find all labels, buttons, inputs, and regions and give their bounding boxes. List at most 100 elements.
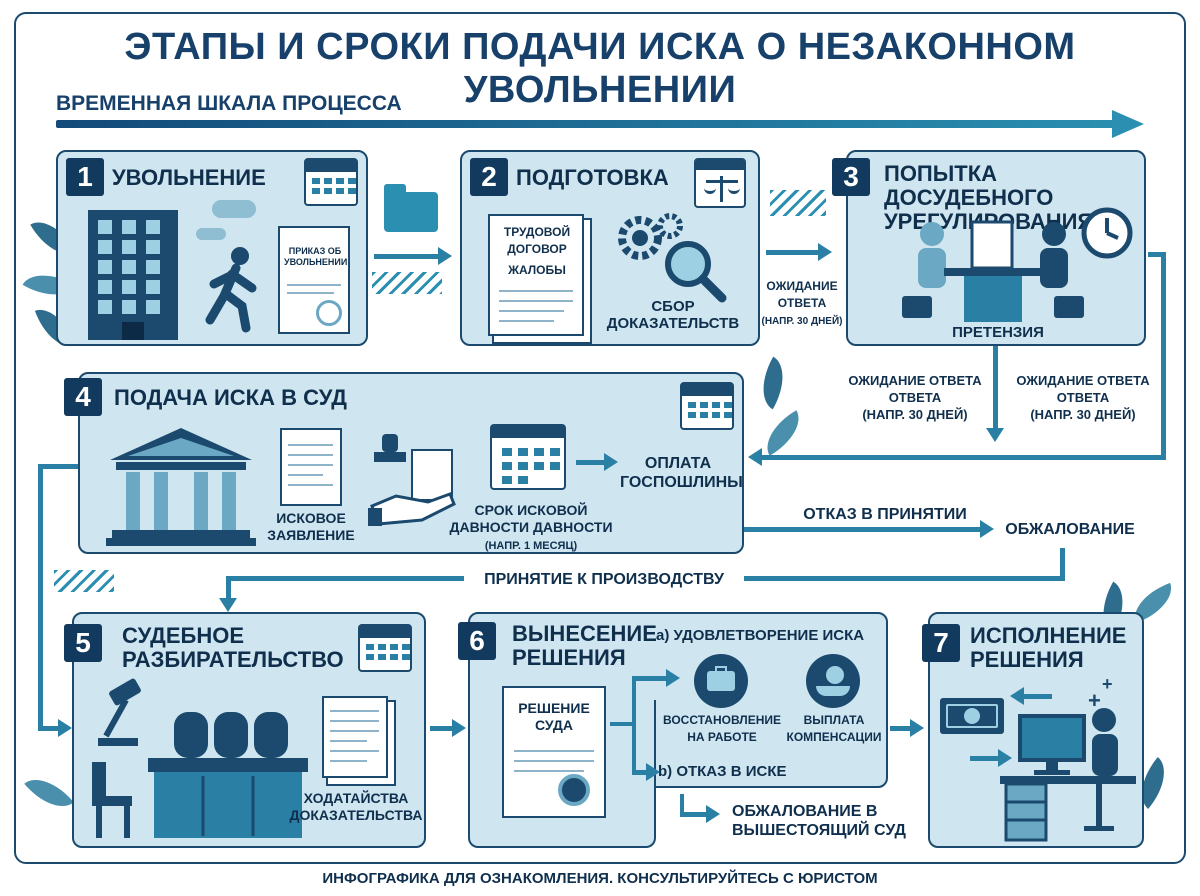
seal-icon	[316, 300, 342, 326]
motions-documents	[322, 696, 388, 778]
compensation-icon	[806, 654, 860, 708]
motions-evidence-caption: ХОДАТАЙСТВА ДОКАЗАТЕЛЬСТВА	[289, 790, 423, 823]
scales-icon	[694, 158, 746, 208]
appeal-label: ОБЖАЛОВАНИЕ	[1005, 521, 1135, 538]
cloud-icon	[196, 228, 226, 240]
decision-branch	[632, 676, 636, 774]
arrow-to-fee	[576, 453, 618, 471]
arrow-to-option-a	[632, 669, 680, 687]
cloud-icon	[212, 200, 256, 218]
clock-icon	[1081, 207, 1133, 259]
wait-response-2-note: (НАПР. 30 ДНЕЙ)	[862, 407, 968, 422]
evidence-documents: ТРУДОВОЙ ДОГОВОР ЖАЛОБЫ	[488, 214, 584, 336]
appeal-higher-label: ОБЖАЛОВАНИЕ В ВЫШЕСТОЯЩИЙ СУД	[732, 803, 906, 839]
office-worker-icon	[1000, 708, 1136, 842]
timeline-arrow-head	[1112, 110, 1144, 138]
calendar-icon	[358, 624, 412, 672]
claim-statement-caption: ИСКОВОЕ ЗАЯВЛЕНИЕ	[267, 510, 355, 543]
dismissal-order-document: ПРИКАЗ ОБ УВОЛЬНЕНИИ	[278, 226, 350, 334]
sparkle-icon: +	[1102, 674, 1113, 694]
step-1-panel: 1 УВОЛЬНЕНИЕ ПРИКАЗ ОБ УВОЛЬНЕНИИ	[56, 150, 368, 346]
hatch-decor	[54, 570, 114, 592]
step-7-number: 7	[922, 624, 960, 662]
hatch-decor	[770, 190, 826, 216]
hatch-decor	[372, 272, 442, 294]
limitation-term-text: СРОК ИСКОВОЙ ДАВНОСТИ ДАВНОСТИ	[449, 502, 613, 535]
claim-caption: ПРЕТЕНЗИЯ	[952, 324, 1044, 341]
folder-icon	[384, 184, 438, 232]
step-7-title: ИСПОЛНЕНИЕ РЕШЕНИЯ	[970, 623, 1127, 672]
step-1-title: УВОЛЬНЕНИЕ	[112, 165, 266, 190]
connector-left	[38, 464, 78, 469]
arrow-step5-to-step6	[430, 719, 466, 737]
courtroom-icon	[92, 678, 308, 838]
sparkle-icon: +	[1088, 688, 1101, 713]
reinstatement-caption: ВОССТАНОВЛЕНИЕ НА РАБОТЕ	[662, 713, 782, 744]
wait-response-1: ОЖИДАНИЕ ОТВЕТА (НАПР. 30 ДНЕЙ)	[756, 278, 848, 330]
arrow-to-step4	[748, 448, 1166, 466]
magnifier-icon	[665, 241, 727, 303]
calendar-icon	[490, 424, 566, 490]
running-person-icon	[205, 247, 257, 333]
limitation-term-caption: СРОК ИСКОВОЙ ДАВНОСТИ ДАВНОСТИ (НАПР. 1 …	[448, 502, 614, 555]
acceptance-label: ПРИНЯТИЕ К ПРОИЗВОДСТВУ	[464, 570, 744, 589]
arrow-left-to-step5	[38, 719, 72, 737]
wait-response-3: ОЖИДАНИЕ ОТВЕТА ОТВЕТА (НАПР. 30 ДНЕЙ)	[1008, 372, 1158, 423]
step-6-title: ВЫНЕСЕНИЕ РЕШЕНИЯ	[512, 621, 657, 670]
step-2-panel: 2 ПОДГОТОВКА ТРУДОВОЙ ДОГОВОР ЖАЛОБЫ СБО…	[460, 150, 760, 346]
arrow-to-option-b	[632, 763, 660, 781]
step-5-panel: 5 СУДЕБНОЕ РАЗБИРАТЕЛЬСТВО ХОДАТАЙСТВА Д…	[64, 612, 426, 848]
arrow-appeal-higher	[680, 805, 720, 823]
wait-response-1-text: ОЖИДАНИЕ ОТВЕТА	[766, 279, 838, 310]
wait-response-3-note: (НАПР. 30 ДНЕЙ)	[1030, 407, 1136, 422]
compensation-caption: ВЫПЛАТА КОМПЕНСАЦИИ	[786, 713, 882, 744]
option-a-satisfaction: a) УДОВЛЕТВОРЕНИЕ ИСКА	[656, 627, 865, 644]
step-2-number: 2	[470, 158, 508, 196]
money-icon	[940, 698, 1004, 734]
complaints-label: ЖАЛОБЫ	[508, 263, 566, 277]
connector-right	[1161, 252, 1166, 460]
claim-document-icon	[280, 428, 342, 506]
state-fee-caption: ОПЛАТА ГОСПОШЛИНЫ	[620, 455, 743, 491]
step-4-number: 4	[64, 378, 102, 416]
step-5-title: СУДЕБНОЕ РАЗБИРАТЕЛЬСТВО	[122, 623, 344, 672]
page-title: ЭТАПЫ И СРОКИ ПОДАЧИ ИСКА О НЕЗАКОННОМ У…	[124, 26, 1076, 111]
step-6-number: 6	[458, 622, 496, 660]
disclaimer-footer: ИНФОГРАФИКА ДЛЯ ОЗНАКОМЛЕНИЯ. КОНСУЛЬТИР…	[322, 870, 878, 887]
timeline-label: ВРЕМЕННАЯ ШКАЛА ПРОЦЕССА	[56, 92, 402, 115]
step-7-panel: 7 ИСПОЛНЕНИЕ РЕШЕНИЯ + +	[922, 612, 1144, 848]
option-b-refusal: b) ОТКАЗ В ИСКЕ	[658, 763, 787, 780]
employment-contract-label: ТРУДОВОЙ ДОГОВОР	[503, 225, 571, 256]
decision-branch	[610, 722, 636, 726]
calendar-icon	[304, 158, 358, 206]
arrow-step2-to-step3	[766, 243, 832, 261]
court-decision-document: РЕШЕНИЕ СУДА	[502, 686, 606, 818]
arrow-step6-to-step7	[890, 719, 924, 737]
arrow-money-out	[970, 749, 1012, 767]
wait-response-2-text: ОЖИДАНИЕ ОТВЕТА ОТВЕТА	[848, 373, 982, 405]
appeal-higher-connector	[680, 794, 684, 816]
gears-icon	[618, 213, 683, 260]
arrow-step1-to-step2	[374, 247, 452, 265]
timeline-arrow	[56, 120, 1116, 128]
step-3-panel: 3 ПОПЫТКА ДОСУДЕБНОГО УРЕГУЛИРОВАНИЯ ПРЕ…	[832, 150, 1146, 346]
connector-right	[1148, 252, 1166, 257]
court-decision-label: РЕШЕНИЕ СУДА	[518, 700, 590, 733]
collect-evidence-caption: СБОР ДОКАЗАТЕЛЬСТВ	[606, 298, 740, 332]
arrow-to-step5	[219, 576, 237, 612]
calendar-icon	[680, 382, 734, 430]
briefcase-icon	[694, 654, 748, 708]
seal-icon	[558, 774, 590, 806]
refusal-label: ОТКАЗ В ПРИНЯТИИ	[803, 506, 967, 523]
step-3-number: 3	[832, 158, 870, 196]
step-1-number: 1	[66, 158, 104, 196]
connector-appeal-down	[1060, 548, 1065, 578]
wait-response-2: ОЖИДАНИЕ ОТВЕТА ОТВЕТА (НАПР. 30 ДНЕЙ)	[840, 372, 990, 423]
step-4-title: ПОДАЧА ИСКА В СУД	[114, 385, 347, 410]
connector-left	[38, 464, 43, 730]
step-4-panel: 4 ПОДАЧА ИСКА В СУД ИСКОВОЕ ЗАЯВЛЕНИЕ СР…	[64, 372, 744, 555]
courthouse-icon	[106, 428, 256, 546]
arrow-refusal	[744, 520, 994, 538]
arrow-money-in	[1010, 687, 1052, 705]
limitation-term-note: (НАПР. 1 МЕСЯЦ)	[484, 540, 578, 552]
